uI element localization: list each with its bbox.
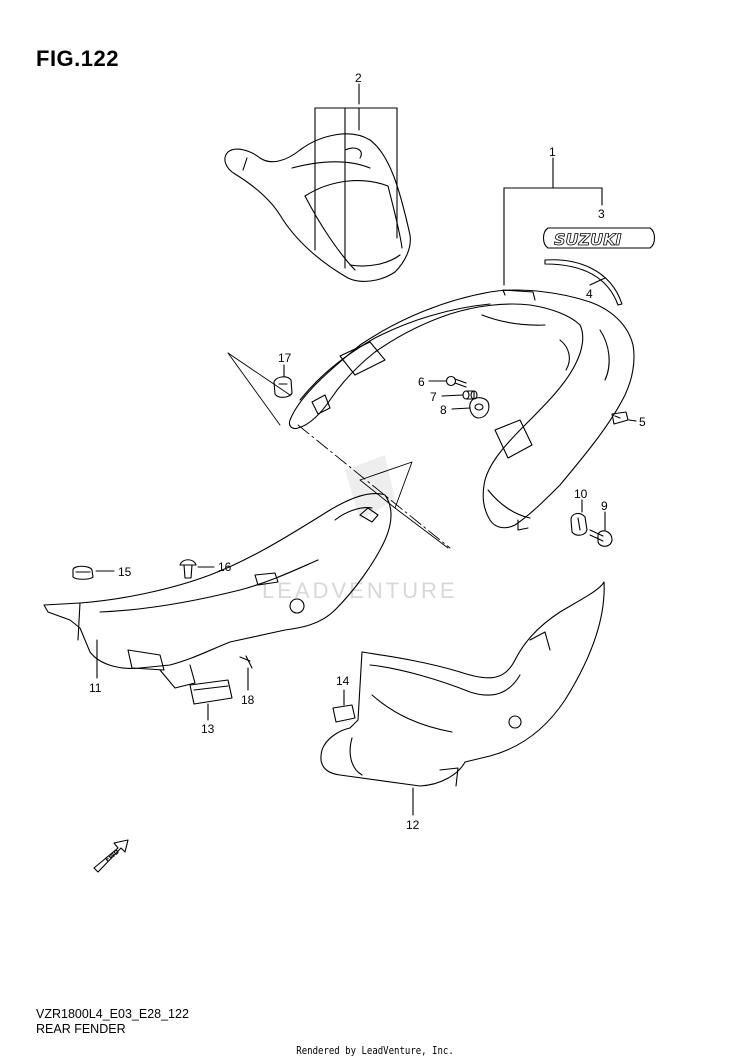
part-7-collar[interactable]	[462, 390, 478, 400]
part-17-cushion[interactable]	[273, 376, 293, 398]
part-14-pad[interactable]	[332, 704, 356, 723]
render-credit-text: Rendered by LeadVenture, Inc.	[296, 1044, 454, 1057]
watermark-text: LEADVENTURE	[262, 578, 458, 603]
callout-13: 13	[201, 722, 215, 736]
callout-2: 2	[355, 71, 362, 85]
part-3-emblem[interactable]: SUZUKI	[542, 227, 656, 249]
part-2-rear-cowl[interactable]	[224, 133, 411, 282]
callout-9: 9	[601, 499, 608, 513]
model-code: VZR1800L4_E03_E28_122	[36, 1007, 189, 1021]
callout-1: 1	[549, 145, 556, 159]
part-16-rivet[interactable]	[179, 559, 197, 579]
callout-18: 18	[241, 693, 255, 707]
part-9-bolt[interactable]	[589, 529, 613, 547]
fwd-arrow-icon: FWD	[93, 839, 129, 873]
part-18-screw[interactable]	[239, 655, 253, 669]
callout-11: 11	[89, 681, 102, 695]
part-4-leader	[589, 277, 606, 286]
callout-15: 15	[118, 565, 132, 579]
part-1-leader	[503, 157, 603, 286]
callout-6: 6	[418, 375, 425, 389]
part-15-grommet[interactable]	[72, 565, 94, 580]
part-5-leader	[628, 419, 637, 422]
callout-5: 5	[639, 415, 646, 429]
part-8-grommet[interactable]	[469, 397, 490, 419]
part-2-leader	[314, 83, 398, 269]
callout-leaders-6-8	[428, 380, 471, 410]
assembly-guide-lines	[227, 352, 451, 549]
callout-7: 7	[430, 390, 437, 404]
callout-16: 16	[218, 560, 232, 574]
part-13-pad[interactable]	[189, 679, 233, 705]
callout-14: 14	[336, 674, 350, 688]
figure-title: FIG.122	[36, 46, 119, 71]
callout-4: 4	[586, 287, 593, 301]
part-12-side-cover[interactable]	[320, 581, 605, 787]
part-1-rear-seat-tail[interactable]	[288, 289, 635, 531]
render-credit: Rendered by LeadVenture, Inc.	[0, 1044, 750, 1057]
callout-8: 8	[440, 403, 447, 417]
part-4-stripe[interactable]	[544, 259, 623, 306]
callout-numbers: 1 2 3 4 5 6 7 8 9 10 11 12 13 14 15 16 1…	[89, 71, 646, 832]
callout-10: 10	[574, 487, 588, 501]
callout-3: 3	[598, 207, 605, 221]
part-6-bolt[interactable]	[445, 375, 467, 388]
callout-17: 17	[278, 351, 292, 365]
part-5-nut[interactable]	[611, 411, 629, 425]
diagram-name: REAR FENDER	[36, 1022, 126, 1036]
emblem-text: SUZUKI	[554, 230, 622, 249]
callout-12: 12	[406, 818, 420, 832]
part-11-rear-fender[interactable]	[43, 492, 392, 689]
part-10-cushion[interactable]	[570, 512, 588, 536]
